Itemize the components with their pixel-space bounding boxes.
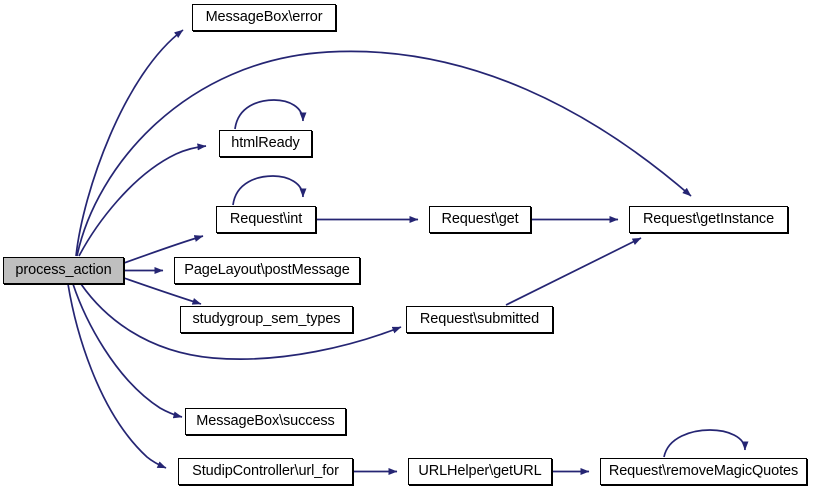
edge-request-submitted-to-request-getinstance	[505, 237, 642, 306]
edge-request-removemagicquotes-self-loop	[663, 429, 749, 458]
node-label: htmlReady	[231, 135, 300, 152]
node-label: Request\removeMagicQuotes	[608, 463, 799, 480]
node-label: Request\submitted	[419, 311, 540, 328]
node-request_submitted[interactable]: Request\submitted	[406, 306, 553, 333]
node-request_getinstance[interactable]: Request\getInstance	[629, 206, 788, 233]
node-label: PageLayout\postMessage	[184, 262, 350, 279]
node-pagelayout_postmessage[interactable]: PageLayout\postMessage	[174, 257, 360, 284]
node-label: URLHelper\getURL	[418, 463, 542, 480]
edge-process-action-to-request-int	[123, 235, 204, 264]
node-messagebox_success[interactable]: MessageBox\success	[185, 408, 346, 435]
node-messagebox_error[interactable]: MessageBox\error	[192, 4, 336, 31]
node-label: StudipController\url_for	[192, 463, 339, 480]
node-label: MessageBox\error	[205, 9, 323, 26]
edge-process-action-to-studipcontroller-url-for	[67, 283, 167, 469]
node-label: studygroup_sem_types	[192, 311, 341, 328]
node-label: Request\int	[229, 211, 303, 228]
node-label: process_action	[15, 262, 112, 279]
edge-process-action-to-studygroup-sem-types	[123, 277, 202, 305]
edge-process-action-to-htmlready	[78, 143, 207, 257]
edge-process-action-to-request-getinstance	[76, 50, 692, 257]
node-studipcontroller_url_for[interactable]: StudipController\url_for	[178, 458, 353, 485]
node-request_get[interactable]: Request\get	[429, 206, 531, 233]
node-request_int[interactable]: Request\int	[216, 206, 316, 233]
node-label: Request\getInstance	[642, 211, 775, 228]
node-process_action[interactable]: process_action	[3, 257, 124, 284]
edge-process-action-to-messagebox-error	[75, 29, 184, 257]
edge-request-int-self-loop	[232, 175, 307, 206]
node-htmlready[interactable]: htmlReady	[219, 130, 312, 157]
node-request_removemagicquotes[interactable]: Request\removeMagicQuotes	[600, 458, 807, 485]
node-label: MessageBox\success	[196, 413, 335, 430]
edge-process-action-to-messagebox-success	[72, 283, 183, 419]
node-urlhelper_geturl[interactable]: URLHelper\getURL	[408, 458, 552, 485]
edge-htmlready-self-loop	[234, 99, 307, 130]
node-label: Request\get	[441, 211, 519, 228]
node-studygroup_sem_types[interactable]: studygroup_sem_types	[180, 306, 353, 333]
edge-process-action-to-request-submitted	[80, 283, 402, 360]
